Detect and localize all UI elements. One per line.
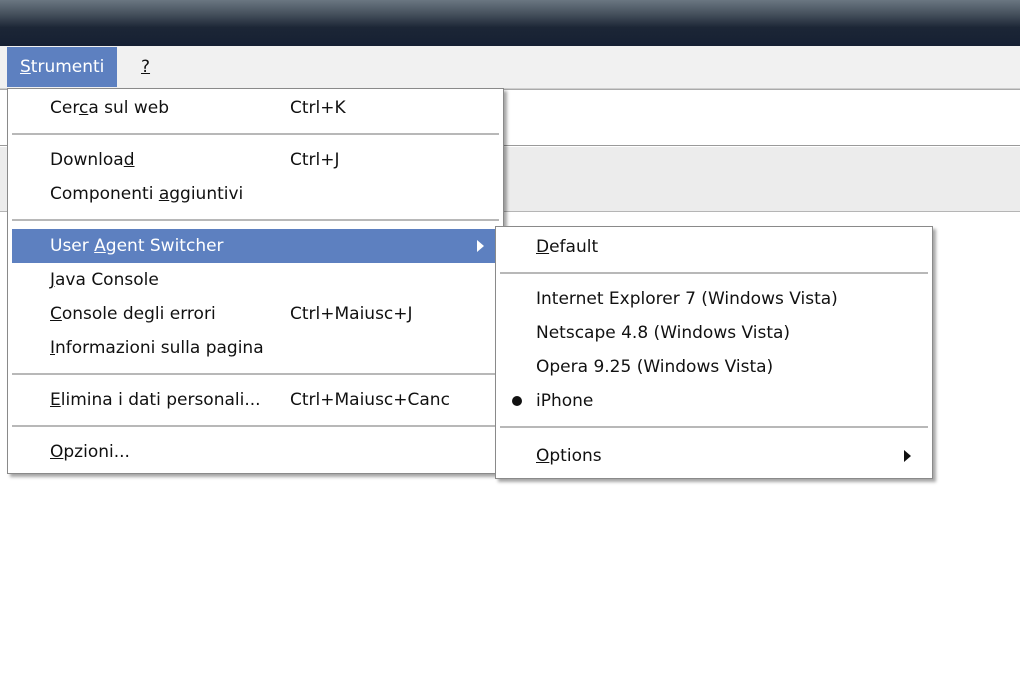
menu-strumenti[interactable]: Strumenti — [7, 47, 118, 87]
mnemonic-underline: O — [50, 442, 64, 462]
menu-item-label: Download — [50, 150, 135, 170]
radio-bullet-icon — [512, 396, 522, 406]
menu-item-java-console[interactable]: Java Console — [8, 263, 503, 297]
window-titlebar — [0, 0, 1020, 46]
menu-strumenti-mnemonic: S — [20, 57, 31, 77]
mnemonic-underline: c — [78, 98, 89, 118]
menu-item-label: Elimina i dati personali... — [50, 390, 261, 410]
menu-item-netscape-4-8-windows-vista[interactable]: Netscape 4.8 (Windows Vista) — [496, 316, 932, 350]
menu-item-elimina-i-dati-personali[interactable]: Elimina i dati personali... Ctrl+Maiusc+C… — [8, 383, 503, 417]
menu-item-internet-explorer-7-windows-vista[interactable]: Internet Explorer 7 (Windows Vista) — [496, 282, 932, 316]
menu-help[interactable]: ? — [128, 47, 163, 87]
menu-item-label: Opzioni... — [50, 442, 130, 462]
mnemonic-underline: C — [50, 304, 62, 324]
menu-item-shortcut: Ctrl+Maiusc+J — [290, 304, 413, 324]
menu-item-label: Console degli errori — [50, 304, 216, 324]
menu-item-opzioni[interactable]: Opzioni... — [8, 435, 503, 469]
menu-item-label: Opera 9.25 (Windows Vista) — [536, 357, 774, 377]
menu-item-label: Netscape 4.8 (Windows Vista) — [536, 323, 791, 343]
menu-item-cerca-sul-web[interactable]: Cerca sul web Ctrl+K — [8, 91, 503, 125]
menu-separator — [8, 125, 503, 143]
mnemonic-underline: O — [536, 446, 550, 466]
menu-item-download[interactable]: Download Ctrl+J — [8, 143, 503, 177]
menu-separator — [8, 417, 503, 435]
menu-separator — [496, 418, 932, 439]
menu-separator — [496, 264, 932, 282]
menu-help-label: ? — [141, 57, 151, 77]
menu-item-informazioni-sulla-pagina[interactable]: Informazioni sulla pagina — [8, 331, 503, 365]
menu-item-user-agent-switcher[interactable]: User Agent Switcher — [12, 229, 499, 263]
menu-item-label: Componenti aggiuntivi — [50, 184, 244, 204]
mnemonic-underline: d — [123, 150, 135, 170]
menu-item-componenti-aggiuntivi[interactable]: Componenti aggiuntivi — [8, 177, 503, 211]
menu-separator — [8, 211, 503, 229]
menu-item-shortcut: Ctrl+Maiusc+Canc — [290, 390, 450, 410]
menu-item-label: User Agent Switcher — [50, 236, 224, 256]
submenu-arrow-icon — [477, 240, 484, 252]
mnemonic-underline: J — [50, 270, 56, 290]
tools-menu: Cerca sul web Ctrl+K Download Ctrl+J Compone… — [7, 88, 504, 474]
menu-separator — [8, 365, 503, 383]
menu-item-label: Default — [536, 237, 599, 257]
menu-item-label: Options — [536, 446, 602, 466]
menu-bar: Strumenti ? — [0, 46, 1020, 89]
menu-item-opera-9-25-windows-vista[interactable]: Opera 9.25 (Windows Vista) — [496, 350, 932, 384]
menu-item-label: Informazioni sulla pagina — [50, 338, 264, 358]
menu-item-console-degli-errori[interactable]: Console degli errori Ctrl+Maiusc+J — [8, 297, 503, 331]
submenu-arrow-icon — [904, 450, 911, 462]
menu-item-label: iPhone — [536, 391, 594, 411]
menu-item-label: Cerca sul web — [50, 98, 170, 118]
mnemonic-underline: I — [50, 338, 56, 358]
menu-item-iphone[interactable]: iPhone — [496, 384, 932, 418]
mnemonic-underline: D — [536, 237, 550, 257]
mnemonic-underline: A — [94, 236, 106, 256]
mnemonic-underline: E — [50, 390, 61, 410]
menu-item-label: Internet Explorer 7 (Windows Vista) — [536, 289, 838, 309]
menu-item-shortcut: Ctrl+J — [290, 150, 340, 170]
menu-item-shortcut: Ctrl+K — [290, 98, 346, 118]
menu-item-options[interactable]: Options — [496, 439, 932, 473]
menu-item-default[interactable]: Default — [496, 230, 932, 264]
menu-item-label: Java Console — [50, 270, 159, 290]
mnemonic-underline: a — [158, 184, 170, 204]
menu-strumenti-rest: trumenti — [30, 57, 105, 77]
